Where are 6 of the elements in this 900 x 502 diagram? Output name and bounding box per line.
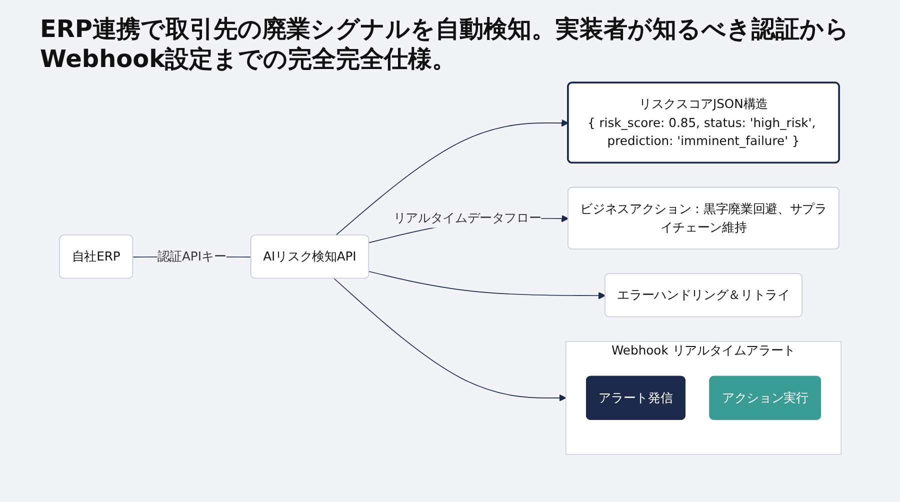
arrow — [334, 118, 568, 236]
title: ERP連携で取引先の廃業シグナルを自動検知。実装者が知るべき認証からWebhook設定までの完全完全仕様。 — [40, 14, 850, 74]
edge-label: 認証APIキー — [156, 248, 226, 264]
edge-label: リアルタイムデータフロー — [392, 210, 541, 225]
arrow — [333, 277, 566, 402]
arrow — [368, 270, 606, 299]
